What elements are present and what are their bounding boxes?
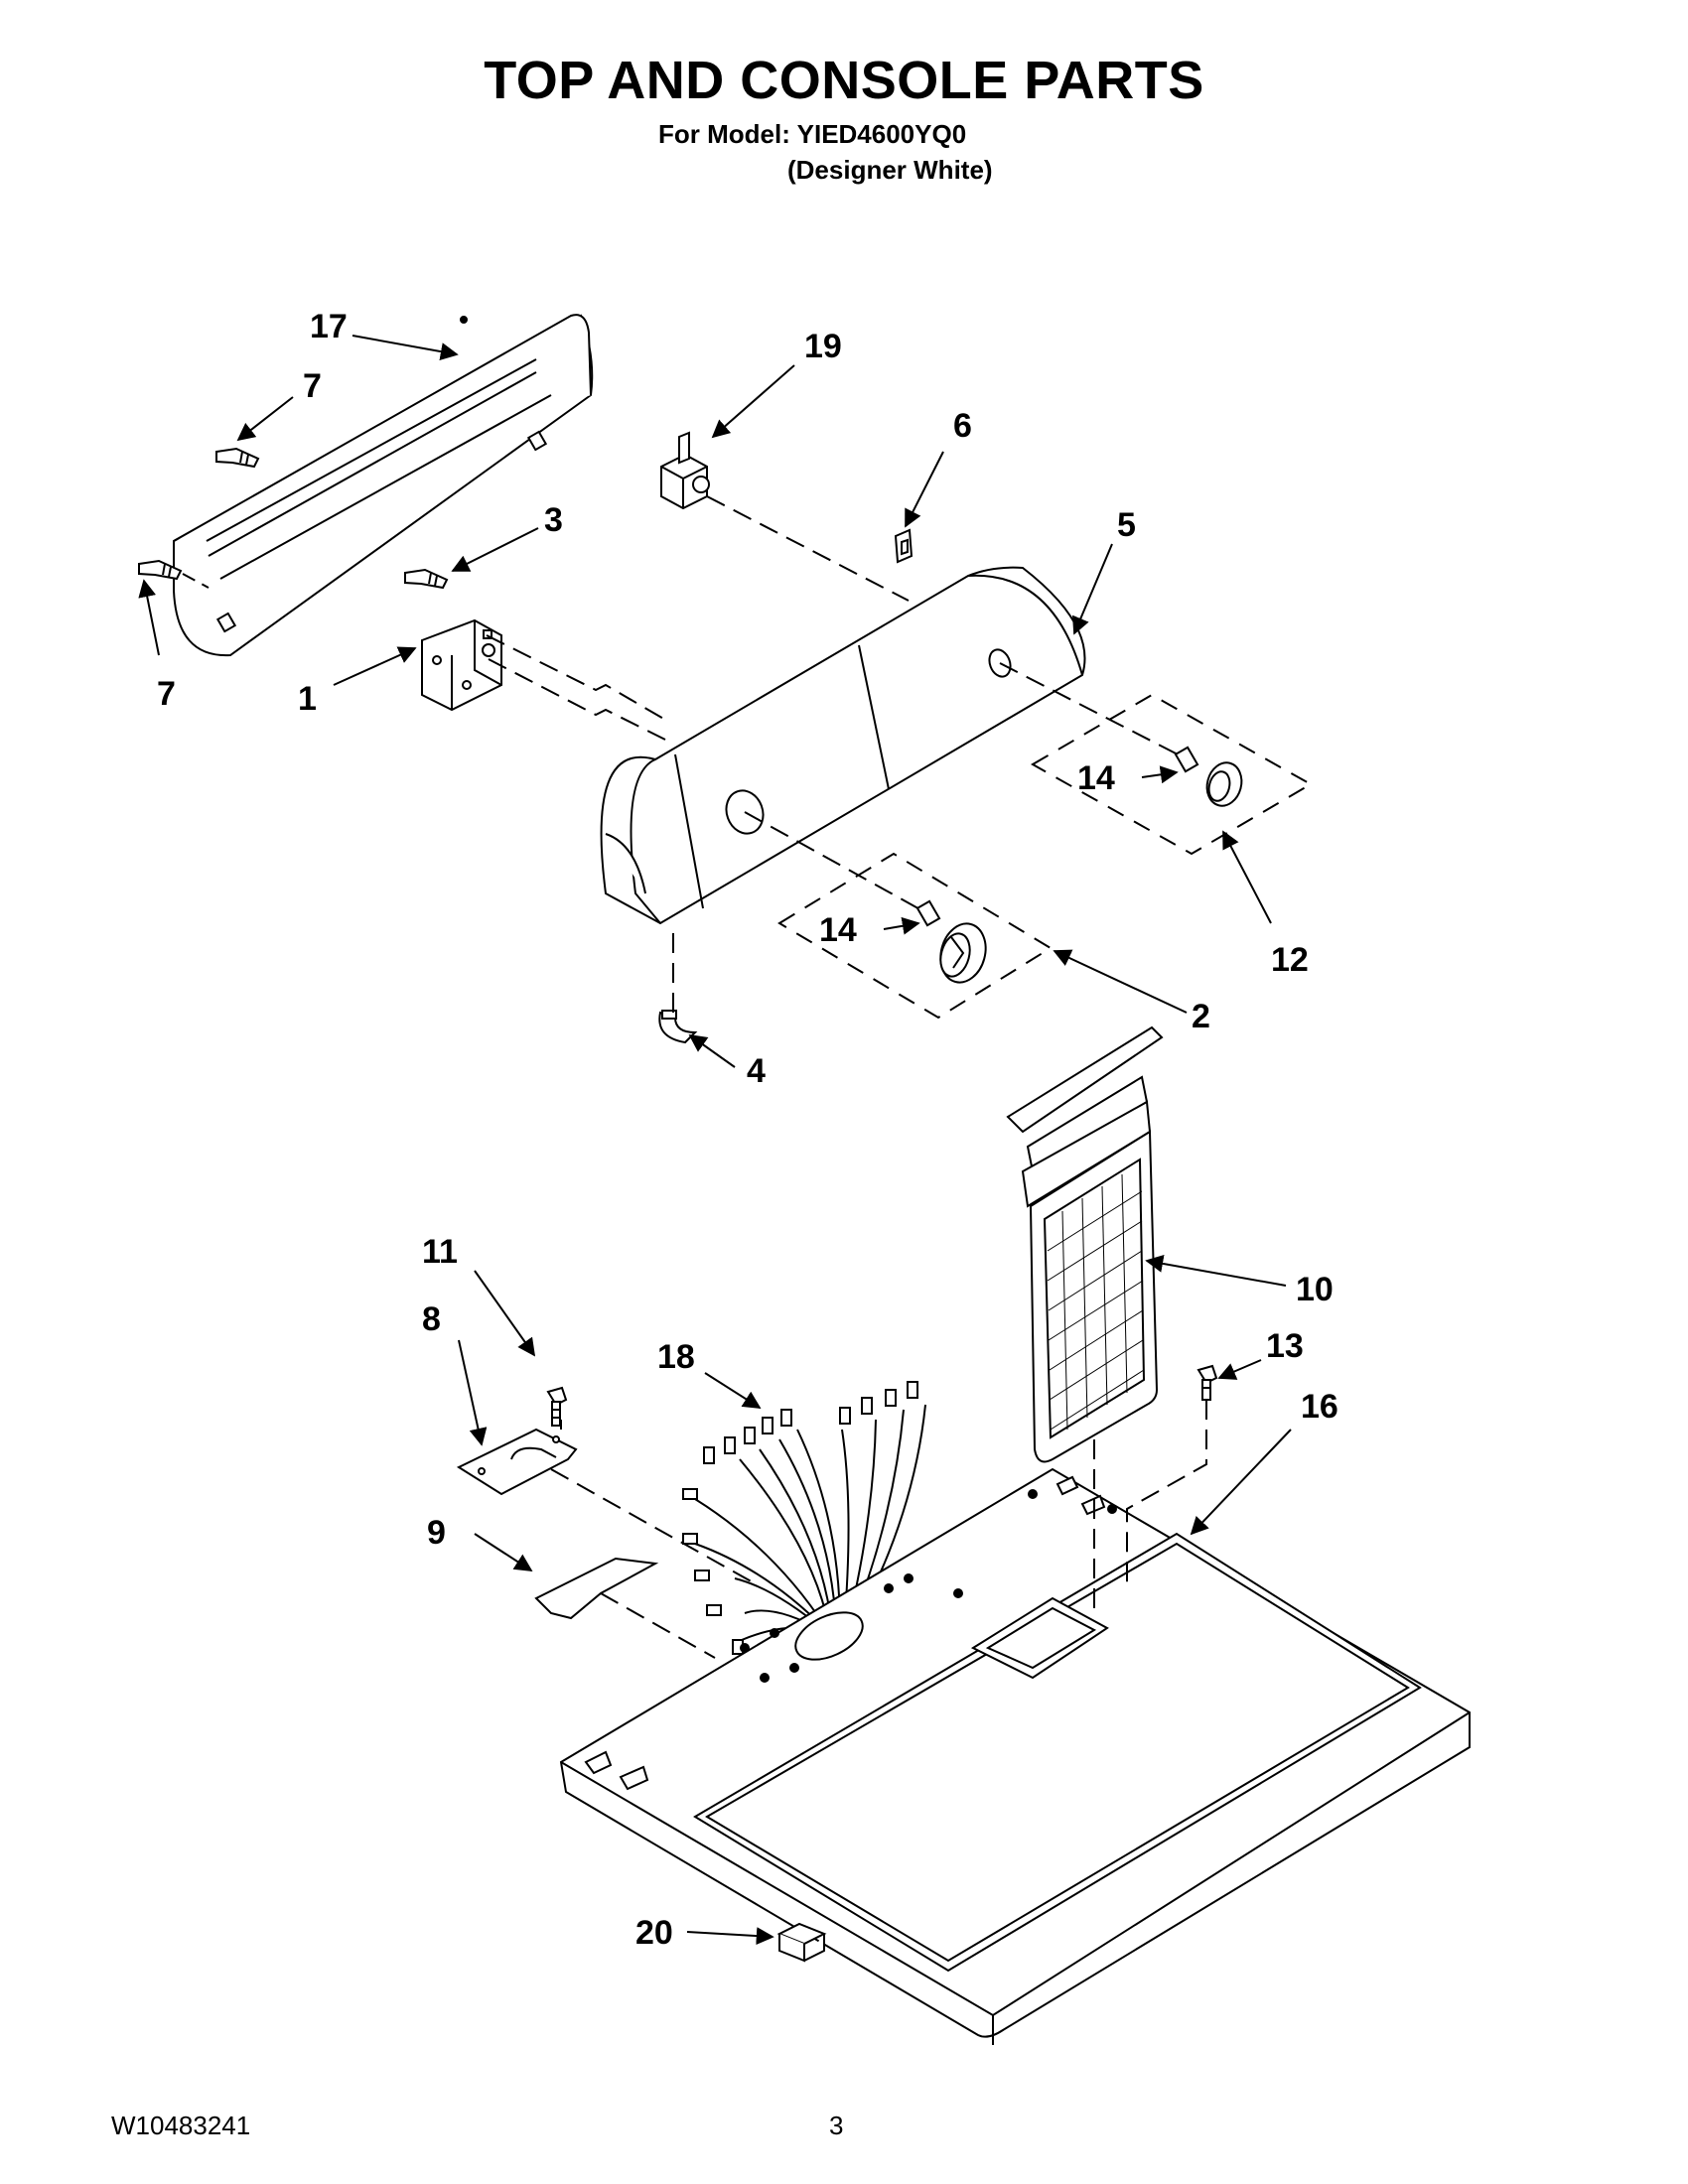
lint-screen-part (1006, 1025, 1164, 1463)
leader-arrows (138, 335, 1292, 1946)
knob-part-2 (939, 922, 987, 984)
screw-part-7b (138, 559, 183, 581)
kit-box-12 (1030, 693, 1314, 856)
plate-part-9 (534, 1557, 659, 1620)
component-part-19 (660, 431, 710, 510)
page-title: TOP AND CONSOLE PARTS (484, 51, 1204, 110)
callout-14-right: 14 (1077, 759, 1115, 797)
model-variant: (Designer White) (787, 155, 993, 185)
callout-1: 1 (298, 680, 317, 718)
callout-20: 20 (635, 1914, 673, 1952)
callout-6: 6 (953, 407, 972, 445)
callout-3: 3 (544, 501, 563, 539)
model-number: For Model: YIED4600YQ0 (658, 119, 967, 149)
callout-19: 19 (804, 328, 842, 365)
kit-box-2 (777, 852, 1053, 1020)
console-rear-panel-part (173, 314, 594, 657)
screw-part-7a (215, 447, 260, 469)
screw-part-3 (404, 568, 449, 590)
knob-part-12 (1205, 761, 1243, 807)
callout-7-bottom: 7 (157, 675, 176, 713)
callout-2: 2 (1192, 998, 1210, 1035)
callout-14-left: 14 (819, 911, 857, 949)
clip-part-6 (894, 528, 914, 564)
screw-part-11 (546, 1386, 568, 1427)
page-number: 3 (829, 2111, 844, 2140)
callout-9: 9 (427, 1514, 446, 1552)
callout-13: 13 (1266, 1327, 1304, 1365)
clip-part-4 (658, 1010, 698, 1044)
spring-clip-part-14a (915, 899, 941, 927)
callout-18: 18 (657, 1338, 695, 1376)
callout-11: 11 (422, 1233, 458, 1271)
callout-5: 5 (1117, 506, 1136, 544)
assembly-lines (486, 495, 1207, 1659)
callout-7-top: 7 (303, 367, 322, 405)
top-panel-part (559, 1467, 1471, 2045)
callout-17: 17 (310, 308, 348, 345)
document-number: W10483241 (111, 2111, 251, 2140)
switch-part (421, 618, 502, 712)
callout-4: 4 (747, 1052, 766, 1090)
callout-10: 10 (1296, 1271, 1334, 1308)
console-housing-part (600, 566, 1086, 925)
block-part-20 (776, 1922, 827, 1963)
spring-clip-part-14b (1174, 746, 1199, 773)
screw-part-13 (1196, 1364, 1218, 1401)
callout-12: 12 (1271, 941, 1309, 979)
callout-8: 8 (422, 1300, 441, 1338)
bracket-part-8 (456, 1428, 578, 1496)
lint-screen-mesh (1047, 1173, 1145, 1431)
callout-16: 16 (1301, 1388, 1338, 1426)
